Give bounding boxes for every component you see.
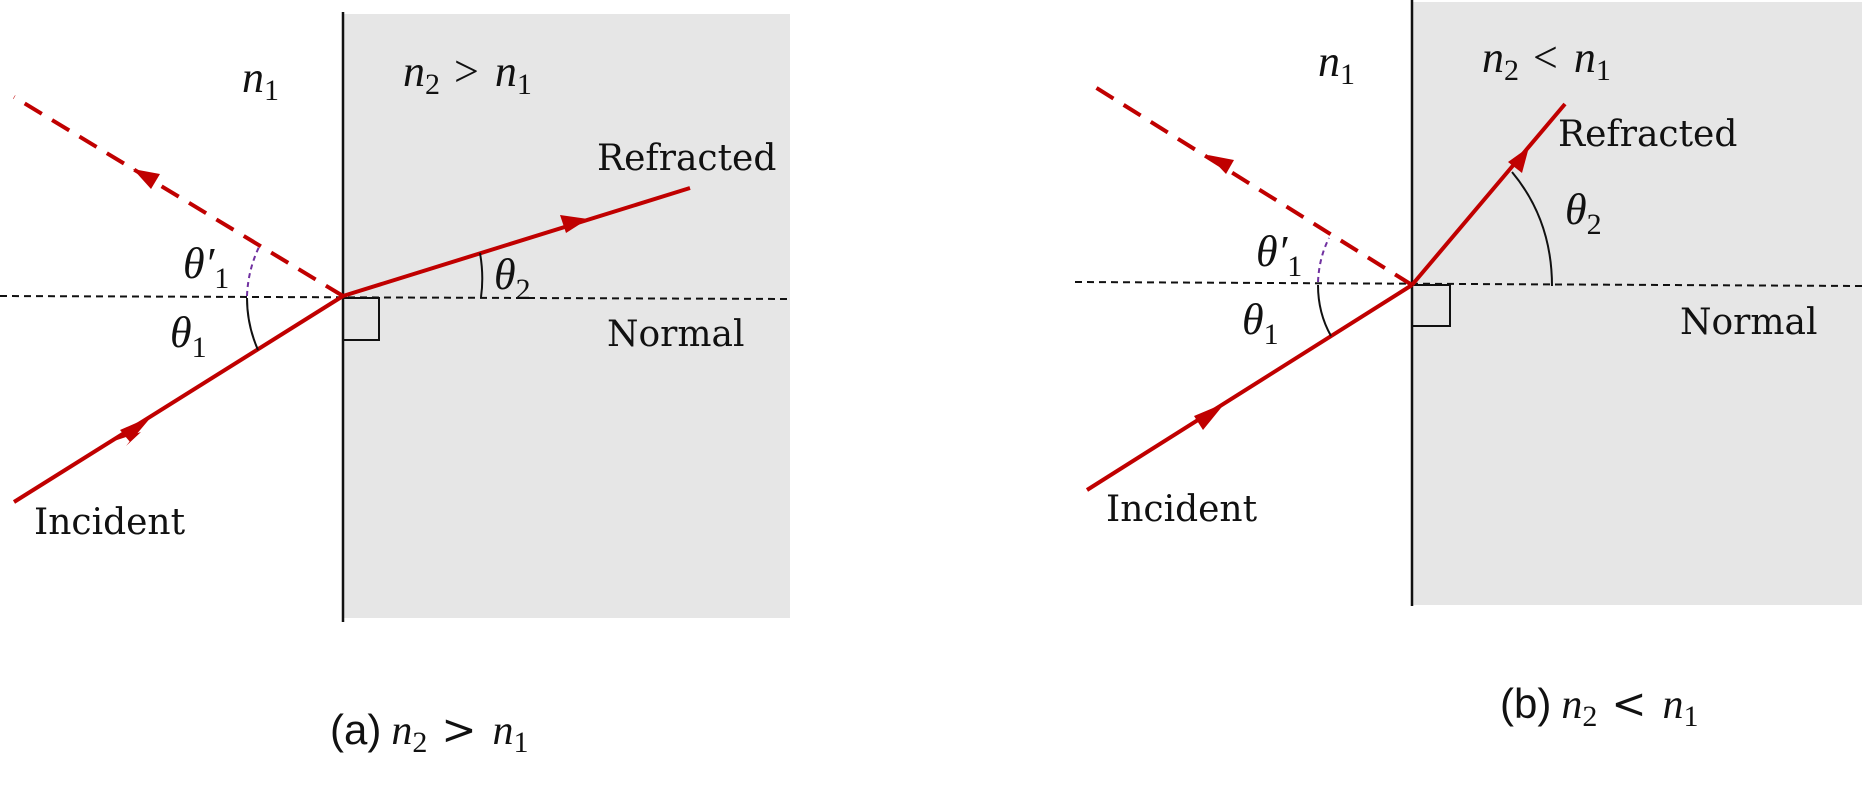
reflected-ray-a xyxy=(12,95,345,298)
n2-relation-label-a: n2>n1 xyxy=(403,47,532,101)
reflected-arrowhead-b xyxy=(1208,155,1234,174)
theta1-arc-a xyxy=(246,297,259,351)
incident-label-b: Incident xyxy=(1106,489,1258,530)
reflected-ray-b xyxy=(1085,80,1414,287)
medium-2-region-a xyxy=(343,14,790,618)
normal-label-a: Normal xyxy=(607,314,745,355)
incident-arrowhead-a xyxy=(120,416,152,442)
refracted-arrowhead-a xyxy=(560,215,588,233)
n2-relation-label-b: n2<n1 xyxy=(1482,33,1611,87)
incident-label-a: Incident xyxy=(34,502,186,543)
theta1-label-a: θ1 xyxy=(170,308,207,364)
theta2-label-a: θ2 xyxy=(494,250,531,306)
caption-b: (b)n2<n1 xyxy=(1500,679,1699,733)
theta1-prime-label-b: θ′1 xyxy=(1256,227,1302,283)
theta2-label-b: θ2 xyxy=(1565,185,1602,241)
right-angle-marker-a xyxy=(342,297,380,341)
caption-a: (a)n2>n1 xyxy=(330,705,529,759)
theta1-prime-arc-b xyxy=(1317,237,1330,283)
n1-label-a: n1 xyxy=(242,53,279,107)
refracted-label-a: Refracted xyxy=(597,138,776,179)
normal-label-b: Normal xyxy=(1680,302,1818,343)
refracted-ray-a xyxy=(342,186,691,298)
incident-arrowhead-b xyxy=(1194,403,1225,430)
theta1-prime-arc-a xyxy=(246,246,260,297)
refracted-ray-b xyxy=(1410,102,1567,287)
incident-ray-a xyxy=(12,294,345,504)
theta1-prime-label-a: θ′1 xyxy=(183,239,229,295)
medium-2-region-b xyxy=(1412,2,1862,605)
incident-ray-b xyxy=(1085,283,1414,492)
theta2-arc-a xyxy=(479,252,484,298)
theta1-label-b: θ1 xyxy=(1242,295,1279,351)
reflected-arrowhead-a xyxy=(133,169,160,189)
n1-label-b: n1 xyxy=(1318,37,1355,91)
refracted-label-b: Refracted xyxy=(1558,114,1737,155)
diagram-b: n1 n2<n1 Refracted Normal Incident θ′1 θ… xyxy=(1074,0,1862,733)
right-angle-marker-b xyxy=(1411,284,1451,327)
theta1-arc-b xyxy=(1317,284,1332,337)
diagram-a: n1 n2>n1 Refracted Normal Incident θ′1 θ… xyxy=(0,12,791,759)
theta2-arc-b xyxy=(1511,171,1553,287)
refracted-arrowhead-b xyxy=(1508,147,1529,173)
